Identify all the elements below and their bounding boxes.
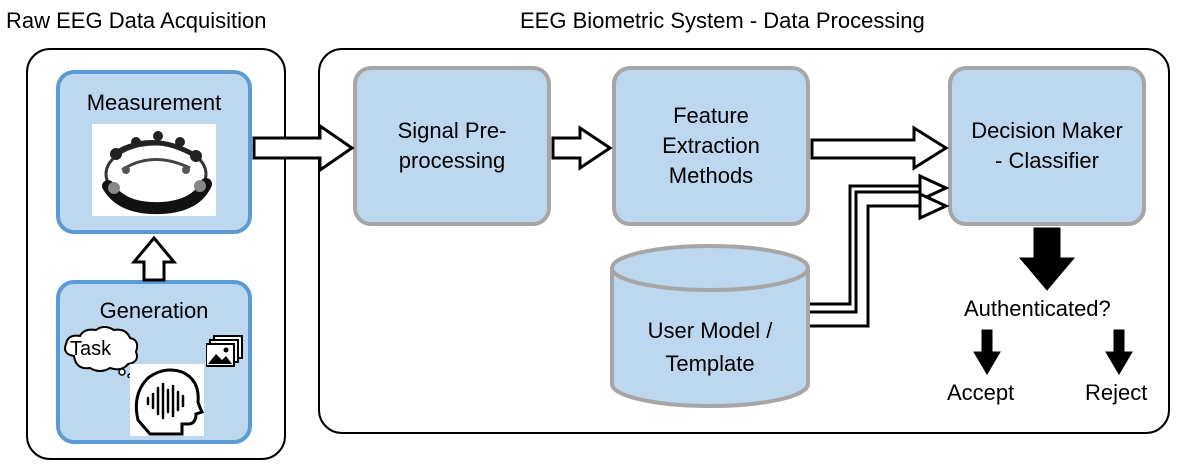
signal-preprocessing-line1: Signal Pre-: [397, 118, 507, 144]
images-icon: [206, 335, 243, 367]
measurement-label: Measurement: [86, 90, 222, 115]
processing-title: EEG Biometric System - Data Processing: [520, 8, 925, 33]
task-label: Task: [70, 338, 112, 360]
signal-preprocessing-box: Signal Pre- processing: [353, 66, 551, 226]
user-model-line1: User Model /: [647, 318, 773, 343]
reject-label: Reject: [1085, 380, 1148, 405]
accept-label: Accept: [947, 380, 1015, 405]
feature-extraction-line3: Methods: [668, 162, 754, 188]
decision-maker-line2: - Classifier: [995, 148, 1099, 173]
feature-extraction-line1: Feature: [673, 103, 749, 129]
eeg-headset-image: [92, 124, 216, 216]
measurement-box: Measurement: [56, 70, 252, 234]
user-model-label: User Model / Template: [612, 314, 808, 380]
feature-extraction-line2: Extraction: [662, 133, 760, 159]
decision-maker-box: Decision Maker - Classifier: [948, 66, 1146, 226]
acquisition-title: Raw EEG Data Acquisition: [6, 8, 267, 33]
brain-waves-image: [130, 364, 205, 436]
signal-preprocessing-line2: processing: [398, 148, 506, 173]
generation-label: Generation: [99, 298, 209, 323]
feature-extraction-box: Feature Extraction Methods: [612, 66, 810, 226]
thought-cloud-icon: [64, 326, 139, 378]
generation-box: Generation Task: [56, 280, 252, 444]
user-model-line2: Template: [665, 351, 755, 376]
authenticated-question: Authenticated?: [964, 296, 1111, 321]
decision-maker-line1: Decision Maker: [971, 118, 1123, 144]
